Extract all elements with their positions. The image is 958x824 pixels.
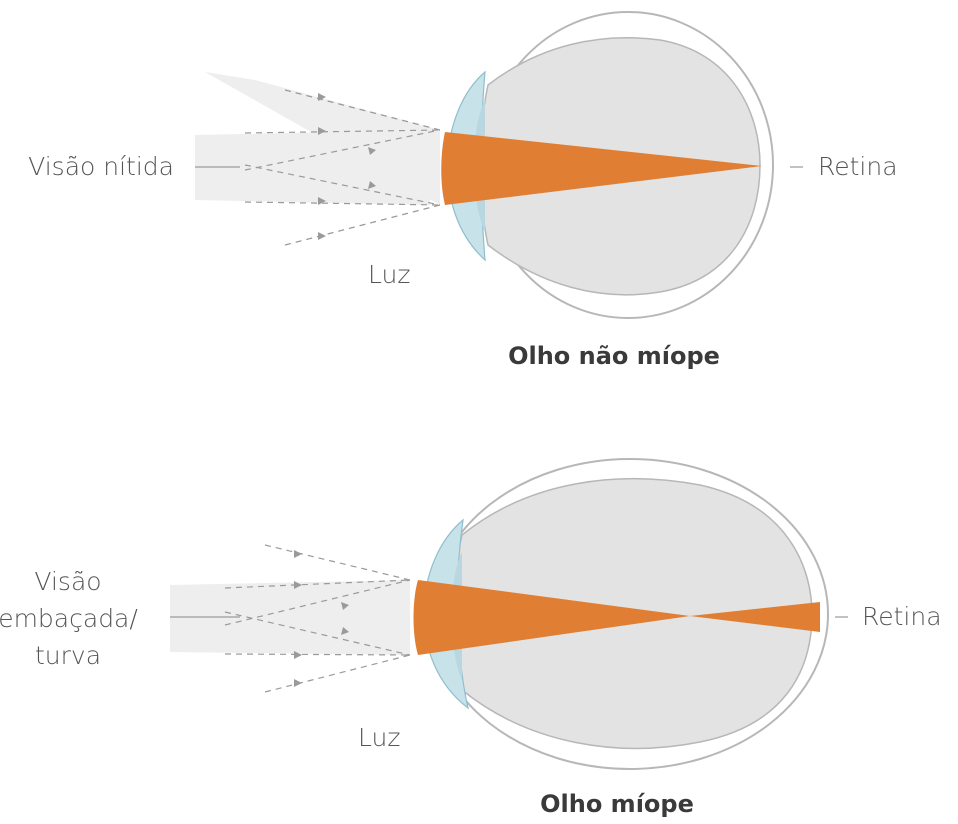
retina-label: Retina	[818, 152, 898, 181]
defocused-beam	[690, 602, 820, 632]
left-label: Visão nítida	[28, 152, 174, 181]
light-beam	[418, 580, 690, 655]
light-rays	[224, 544, 411, 693]
ray-arrowheads	[318, 93, 376, 240]
left-label-line-3: turva	[35, 641, 101, 670]
left-label-line-1: Visão	[34, 567, 101, 596]
caption: Olho míope	[540, 790, 694, 818]
myopic-eye-group: Visão embaçada/ turva Retina Luz Olho mí…	[0, 458, 942, 818]
normal-eye-group: Visão nítida Retina Luz Olho não míope	[28, 11, 898, 370]
left-label-line-2: embaçada/	[0, 604, 138, 633]
ray-arrowheads	[294, 550, 349, 687]
retina-label: Retina	[862, 602, 942, 631]
caption: Olho não míope	[508, 342, 720, 370]
light-beam	[445, 132, 762, 205]
light-cones	[195, 72, 440, 205]
light-cones	[170, 580, 410, 655]
light-label: Luz	[368, 260, 410, 289]
light-label: Luz	[358, 723, 400, 752]
light-rays	[244, 89, 441, 246]
